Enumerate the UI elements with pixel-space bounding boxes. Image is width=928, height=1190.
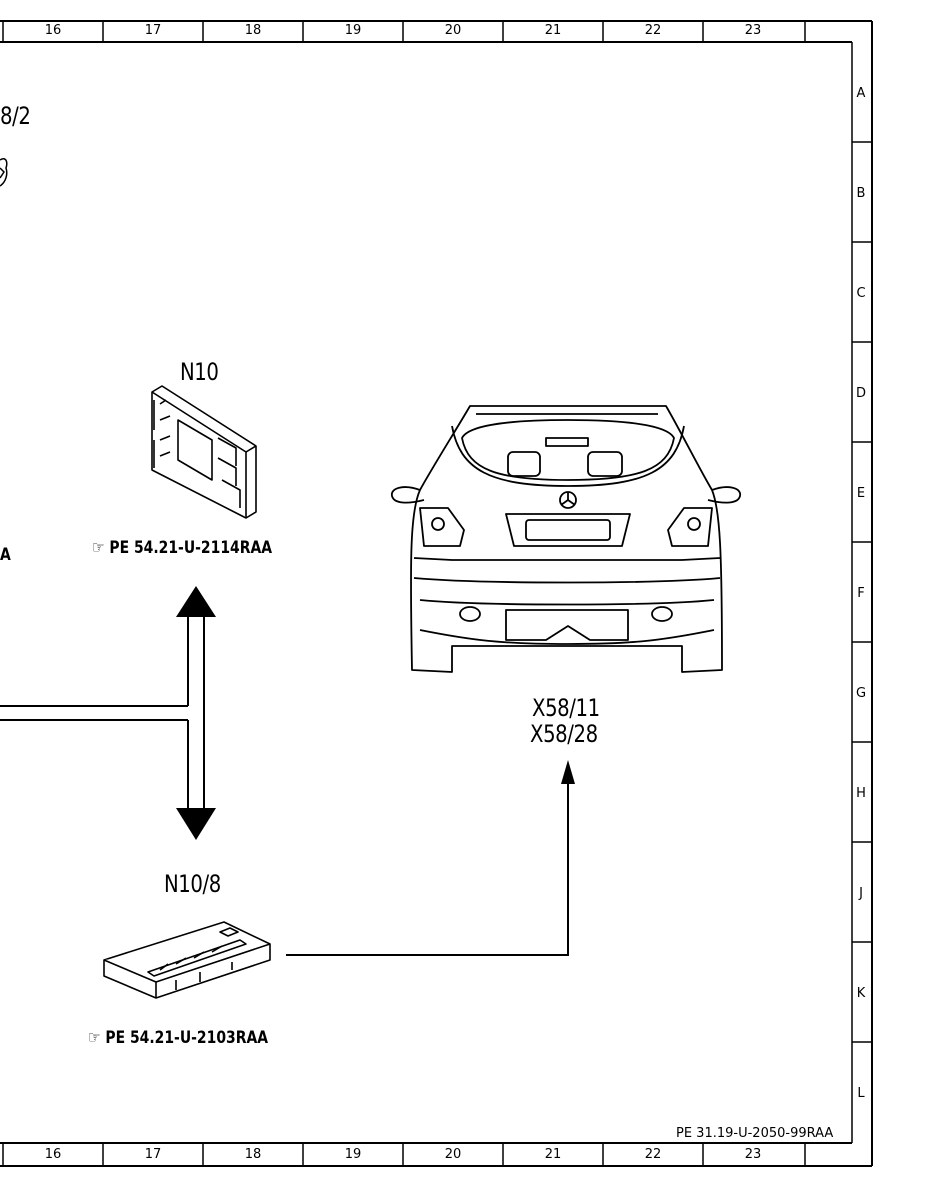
signal-line-to-vehicle xyxy=(286,760,575,956)
row-letter: F xyxy=(857,586,865,601)
column-number-bottom: 20 xyxy=(444,1147,462,1162)
column-number-top: 22 xyxy=(644,23,662,38)
column-number-top: 21 xyxy=(544,23,562,38)
sheet-border xyxy=(0,20,873,1167)
column-number-bottom: 23 xyxy=(744,1147,762,1162)
column-number-bottom: 18 xyxy=(244,1147,262,1162)
column-number-bottom: 16 xyxy=(44,1147,62,1162)
column-number-bottom: 19 xyxy=(344,1147,362,1162)
row-letter: K xyxy=(856,986,866,1001)
n10-label: N10 xyxy=(180,358,219,386)
pointing-hand-icon: ☞ xyxy=(88,1028,101,1048)
n10-reference[interactable]: ☞ PE 54.21-U-2114RAA xyxy=(92,538,273,558)
column-number-bottom: 17 xyxy=(144,1147,162,1162)
row-letter: H xyxy=(856,786,866,801)
partial-reference-label: A xyxy=(0,545,11,565)
row-letter: C xyxy=(856,286,866,301)
column-number-top: 18 xyxy=(244,23,262,38)
row-letter: A xyxy=(856,86,866,101)
column-number-top: 19 xyxy=(344,23,362,38)
row-letter: D xyxy=(855,386,866,401)
row-letter: J xyxy=(859,886,863,901)
n10-8-module-icon xyxy=(103,921,271,999)
n10-8-reference[interactable]: ☞ PE 54.21-U-2103RAA xyxy=(88,1028,269,1048)
bidirectional-data-arrow xyxy=(0,586,216,840)
column-grid-ticks xyxy=(2,21,806,1166)
column-number-top: 20 xyxy=(444,23,462,38)
partial-connector-icon xyxy=(0,157,8,187)
column-number-bottom: 22 xyxy=(644,1147,662,1162)
row-grid-ticks xyxy=(852,141,872,1043)
n10-module-icon xyxy=(151,385,257,519)
row-letter: G xyxy=(855,686,867,701)
row-letter: B xyxy=(856,186,866,201)
pointing-hand-icon: ☞ xyxy=(92,538,105,558)
row-letter: E xyxy=(856,486,866,501)
column-number-top: 17 xyxy=(144,23,162,38)
drawing-reference-number: PE 31.19-U-2050-99RAA xyxy=(676,1126,834,1141)
row-letter: L xyxy=(857,1086,865,1101)
column-number-top: 16 xyxy=(44,23,62,38)
partial-component-label: 8/2 xyxy=(0,102,31,130)
vehicle-connector-label-2: X58/28 xyxy=(530,720,598,748)
column-number-top: 23 xyxy=(744,23,762,38)
column-number-bottom: 21 xyxy=(544,1147,562,1162)
vehicle-connector-label-1: X58/11 xyxy=(532,694,600,722)
vehicle-rear-view-icon xyxy=(391,405,741,673)
n10-8-label: N10/8 xyxy=(164,870,221,898)
